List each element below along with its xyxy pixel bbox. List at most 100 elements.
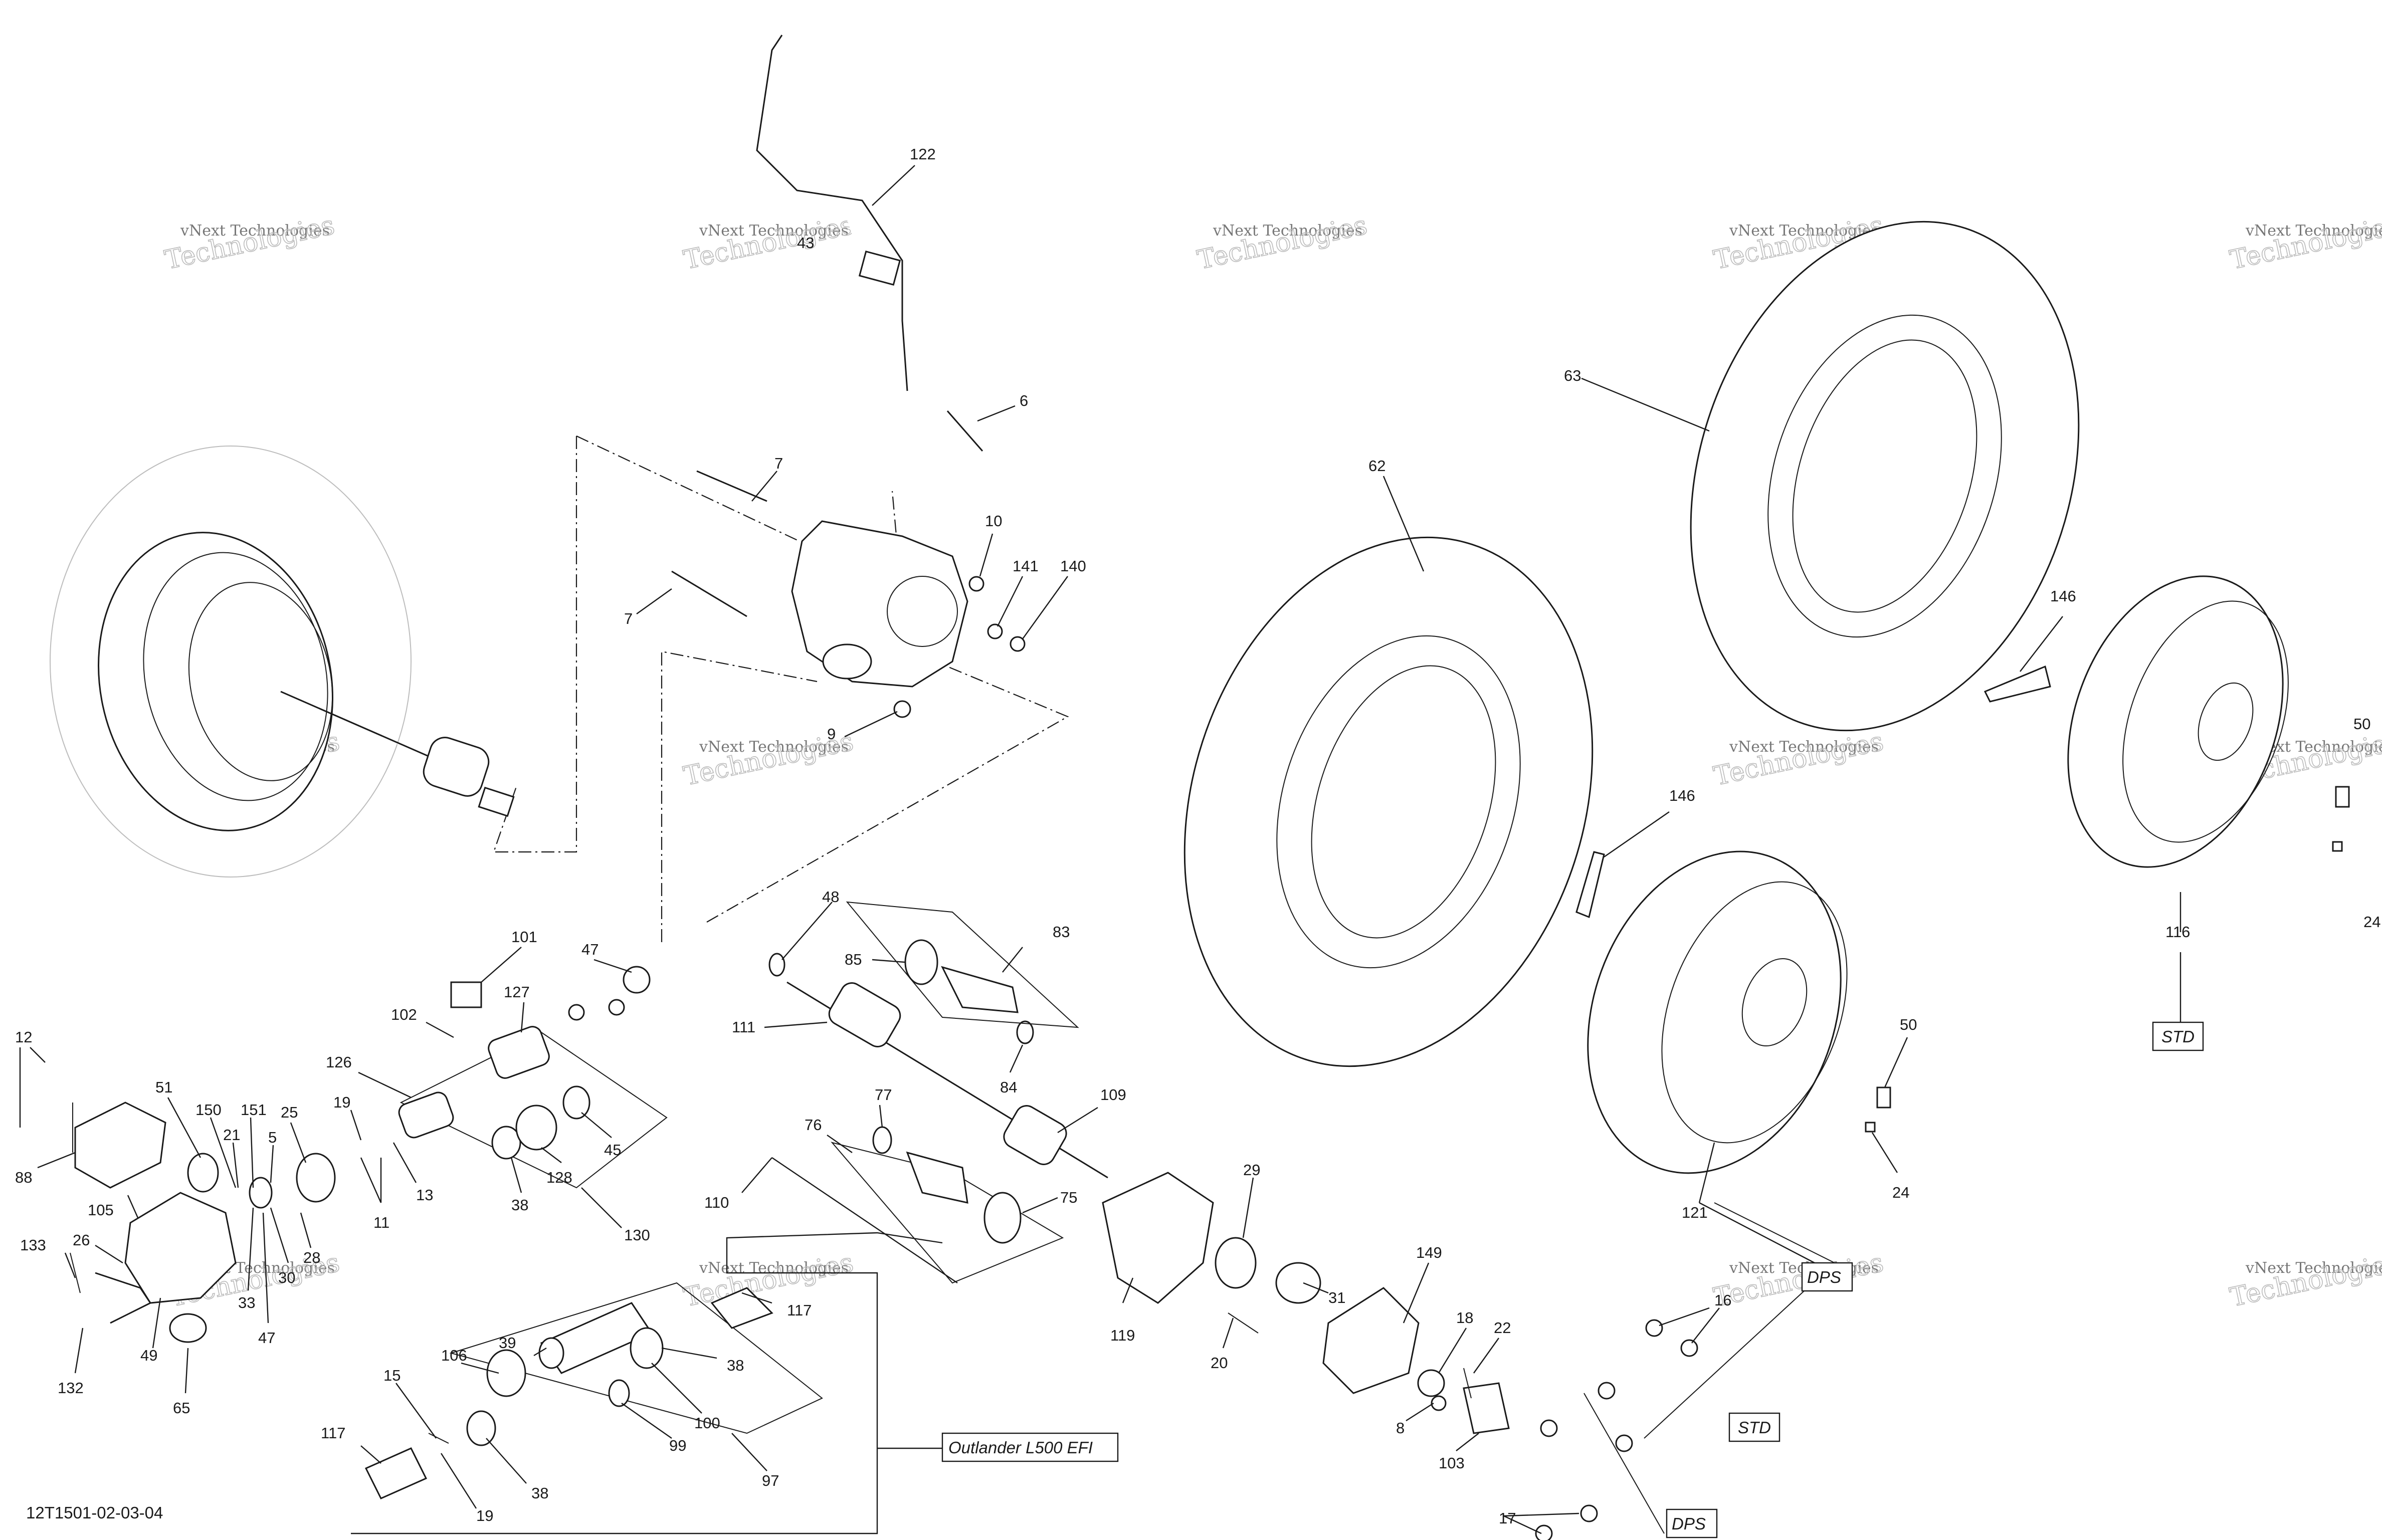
callout-99: 99 — [669, 1437, 686, 1454]
callout-7b: 7 — [624, 610, 633, 627]
ring-39 — [538, 1337, 564, 1369]
callout-39: 39 — [499, 1334, 516, 1352]
circlip-31 — [1275, 1262, 1321, 1304]
callout-119: 119 — [1110, 1327, 1135, 1344]
wheel-116-outer — [2067, 575, 2284, 868]
callout-62: 62 — [1368, 457, 1385, 475]
leader-132 — [74, 1328, 84, 1374]
differential-output — [822, 643, 872, 680]
callout-130: 130 — [624, 1226, 650, 1244]
leader-121-box — [1699, 1202, 1815, 1264]
callout-12: 12 — [15, 1028, 32, 1046]
leader-38b — [661, 1347, 717, 1359]
leader-22 — [1473, 1338, 1499, 1374]
leader-38c — [486, 1438, 527, 1484]
leader-dps-nuts — [1583, 1393, 1665, 1534]
leader-30 — [270, 1207, 289, 1263]
ring-38a — [491, 1126, 521, 1160]
callout-88: 88 — [15, 1169, 32, 1186]
leader-49 — [152, 1297, 161, 1349]
leader-97 — [731, 1433, 767, 1471]
leader-outlander — [351, 1232, 943, 1534]
cover-88 — [74, 1102, 166, 1189]
nut-17b — [1535, 1524, 1553, 1540]
leader-21 — [232, 1142, 239, 1188]
nut-140 — [1010, 636, 1026, 652]
nut-16a — [1645, 1319, 1663, 1337]
callout-141: 141 — [1013, 557, 1039, 575]
clamp-84 — [1016, 1020, 1034, 1044]
callout-19b: 19 — [476, 1507, 493, 1524]
leader-11a — [360, 1157, 382, 1203]
callout-47b: 47 — [258, 1329, 275, 1347]
leader-16a — [1659, 1307, 1710, 1327]
nut-10 — [968, 576, 984, 592]
leader-88 — [37, 1152, 76, 1169]
cv-boot-kit-76 — [831, 1126, 1064, 1284]
leader-24a — [1871, 1132, 1898, 1173]
kit-outline-97 — [449, 1282, 823, 1434]
callout-22: 22 — [1494, 1319, 1511, 1337]
watermark-outline-text: Technologies — [1711, 726, 1886, 791]
callout-117b: 117 — [321, 1424, 345, 1442]
wheel-121-hub — [1741, 958, 1808, 1047]
centerline-mid — [661, 650, 818, 942]
box-dps-wheel-frame — [1801, 1262, 1853, 1292]
leader-99 — [621, 1403, 672, 1439]
callout-8: 8 — [1396, 1419, 1405, 1437]
leader-8 — [1406, 1402, 1434, 1422]
leader-33 — [247, 1207, 254, 1291]
leader-117b — [360, 1445, 381, 1464]
half-shaft-group — [768, 901, 1108, 1179]
callout-65: 65 — [173, 1399, 190, 1417]
nut-47a — [568, 1004, 585, 1021]
watermark-9: vNext Technologies Technologies — [1711, 726, 1887, 792]
leader-25 — [290, 1122, 307, 1163]
tire-63-bead — [1767, 314, 2002, 638]
callout-75: 75 — [1060, 1189, 1077, 1206]
disc-25 — [296, 1153, 336, 1203]
leader-121 — [1698, 1142, 1715, 1203]
leader-28 — [300, 1212, 312, 1248]
leader-39 — [533, 1347, 547, 1357]
leader-102 — [426, 1021, 454, 1038]
callout-16: 16 — [1714, 1291, 1731, 1309]
nut-9 — [893, 700, 911, 718]
callout-11: 11 — [373, 1214, 389, 1231]
callout-30: 30 — [278, 1269, 295, 1286]
valve-cap-24a — [1865, 1122, 1876, 1133]
leader-75 — [1022, 1197, 1058, 1214]
stud-20 — [1228, 1312, 1259, 1334]
box-dps-nuts-frame — [1666, 1508, 1718, 1538]
valve-stems — [1865, 786, 2350, 1133]
leader-140 — [1022, 576, 1068, 639]
centerline-top — [576, 435, 800, 542]
nut-16d — [1615, 1434, 1633, 1452]
callout-29: 29 — [1243, 1161, 1260, 1179]
leader-84 — [1009, 1044, 1024, 1073]
cv-boot-76 — [906, 1151, 968, 1204]
wheel-weight-lower — [1575, 851, 1605, 919]
leader-146b — [1604, 811, 1670, 857]
box-std-wheel: STD — [2152, 1021, 2204, 1051]
u-joint-127 — [488, 1026, 550, 1079]
callout-77: 77 — [875, 1086, 892, 1104]
left-tire-ghost — [50, 446, 412, 877]
callout-24a: 24 — [1892, 1184, 1909, 1201]
watermark-text: vNext Technologies — [2245, 222, 2382, 240]
nut-8 — [1431, 1395, 1447, 1411]
knuckle-119 — [1102, 1172, 1214, 1304]
box-outlander-frame — [941, 1432, 1119, 1462]
tire-62-outer — [1183, 536, 1594, 1067]
callout-38b: 38 — [727, 1357, 744, 1374]
valve-cap-24b — [2332, 841, 2343, 852]
wheel-116-std — [2067, 575, 2289, 868]
leader-103 — [1456, 1433, 1479, 1451]
leader-19a — [350, 1110, 362, 1141]
leader-17b — [1503, 1512, 1579, 1517]
weights-146 — [1575, 665, 2051, 919]
callout-6: 6 — [1020, 392, 1028, 409]
tire-63 — [1690, 221, 2080, 732]
callout-43: 43 — [797, 234, 814, 252]
boot-100 — [630, 1327, 664, 1369]
